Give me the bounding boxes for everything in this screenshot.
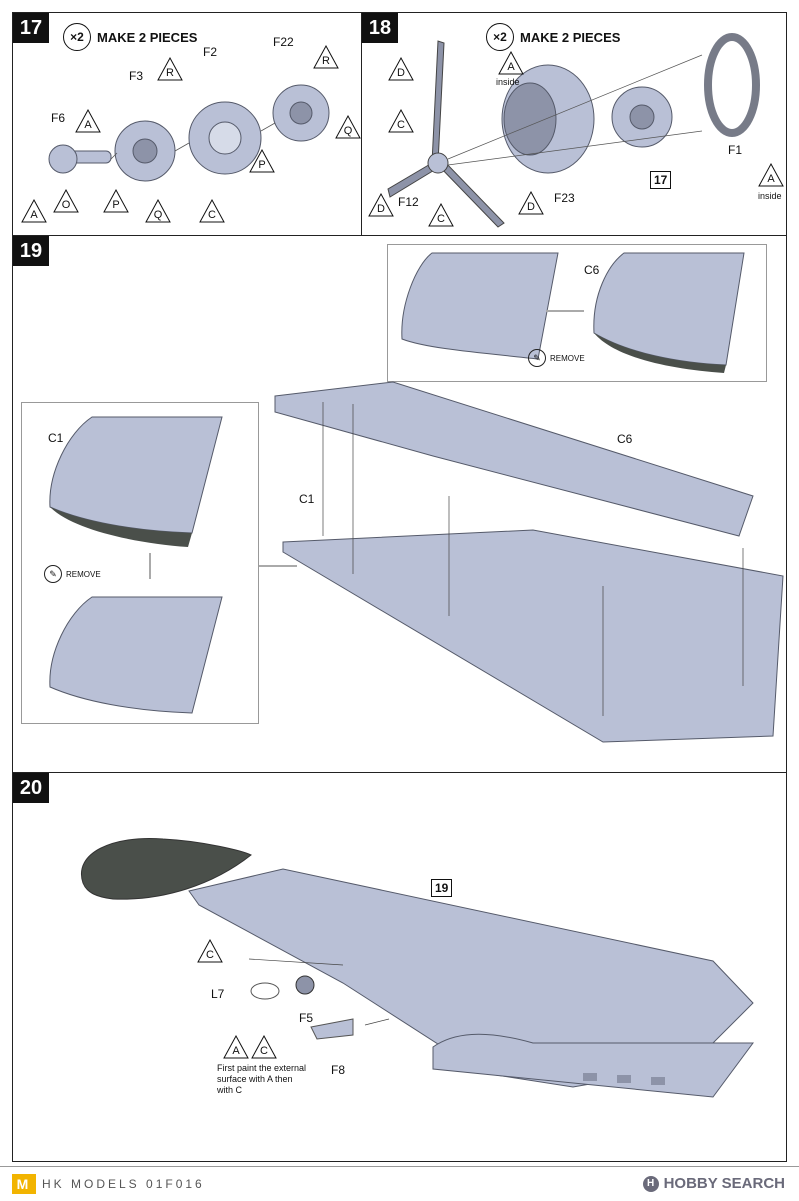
part-l7: L7: [211, 987, 225, 1001]
multiplier: ×2 MAKE 2 PIECES: [486, 23, 620, 51]
inside-label: inside: [758, 191, 782, 201]
part-f8: F8: [331, 1063, 346, 1077]
step-number: 17: [13, 13, 49, 43]
color-callout-d: D: [388, 57, 414, 81]
part-f23: F23: [554, 191, 575, 205]
inside-label: inside: [496, 77, 520, 87]
shaft-part: [48, 144, 112, 174]
color-callout-o: O: [53, 189, 79, 213]
part-f1: F1: [728, 143, 743, 157]
step-number: 20: [13, 773, 49, 803]
multiplier-circle: ×2: [486, 23, 514, 51]
brand-text: HK MODELS 01F016: [42, 1177, 205, 1191]
color-callout-c: C: [388, 109, 414, 133]
cowling-f23: [501, 64, 595, 174]
footer: M HK MODELS 01F016 H HOBBY SEARCH: [0, 1166, 799, 1201]
color-callout-a: A: [223, 1035, 249, 1059]
drop-tank: [81, 837, 252, 900]
color-callout-d: D: [368, 193, 394, 217]
step-18-drawing: [387, 33, 760, 228]
part-f3: F3: [129, 69, 144, 83]
make-label: MAKE 2 PIECES: [520, 29, 621, 45]
color-callout-r: R: [313, 45, 339, 69]
step-number: 18: [362, 13, 398, 43]
color-callout-q: Q: [145, 199, 171, 223]
cowl-f2: [188, 101, 262, 175]
part-f8-shape: [310, 1018, 354, 1040]
step-20-drawing: [81, 837, 754, 1098]
propeller-f12: [387, 40, 505, 228]
ring-f1: [704, 33, 760, 137]
part-f2: F2: [203, 45, 218, 59]
part-f22: F22: [273, 35, 294, 49]
lens-f5: [295, 975, 315, 995]
color-callout-p: P: [103, 189, 129, 213]
color-callout-p: P: [249, 149, 275, 173]
engine-f3: [114, 120, 176, 182]
step-20-panel: 20 19 C L7 F5 F8 A C First paint the ext…: [12, 772, 787, 1162]
step-ref-17: 17: [650, 171, 672, 189]
color-callout-r: R: [157, 57, 183, 81]
multiplier: ×2 MAKE 2 PIECES: [63, 23, 197, 51]
brand: M HK MODELS 01F016: [12, 1174, 205, 1194]
color-callout-c: C: [428, 203, 454, 227]
remove-instruction: ✎REMOVE: [528, 349, 585, 367]
color-callout-c: C: [251, 1035, 277, 1059]
step-number: 19: [13, 236, 49, 266]
color-callout-c: C: [197, 939, 223, 963]
step-17-panel: 17 ×2 MAKE 2 PIECES F6 F3 F2 F22 A A O R…: [12, 12, 362, 236]
color-callout-a: A: [75, 109, 101, 133]
knife-icon: ✎: [44, 565, 62, 583]
step-18-panel: 18 ×2 MAKE 2 PIECES 17 F12 F23 F1 D D D …: [361, 12, 787, 236]
part-l7-shape: [250, 982, 280, 1000]
step-19-panel: 19 C6 ✎REMOVE C1 ✎REMOVE C6 C1: [12, 235, 787, 773]
part-c6: C6: [584, 263, 600, 277]
engine-assembly: [611, 86, 673, 148]
part-f12: F12: [398, 195, 419, 209]
color-callout-d: D: [518, 191, 544, 215]
color-callout-a: A: [21, 199, 47, 223]
part-f5: F5: [299, 1011, 314, 1025]
step-ref-19: 19: [431, 879, 453, 897]
color-callout-a: A: [758, 163, 784, 187]
watermark-text: HOBBY SEARCH: [663, 1175, 785, 1192]
hk-logo: M: [12, 1174, 36, 1194]
color-callout-c: C: [199, 199, 225, 223]
knife-icon: ✎: [528, 349, 546, 367]
inset-wingtip-c1: C1 ✎REMOVE: [21, 402, 259, 724]
part-c1: C1: [48, 431, 64, 445]
part-f6: F6: [51, 111, 66, 125]
remove-instruction: ✎REMOVE: [44, 565, 101, 583]
step-19-drawing: [259, 381, 784, 743]
step-17-drawing: [48, 84, 330, 182]
part-c6: C6: [617, 432, 633, 446]
engine-f22: [272, 84, 330, 142]
multiplier-circle: ×2: [63, 23, 91, 51]
paint-note: First paint the external surface with A …: [217, 1063, 307, 1095]
color-callout-q: Q: [335, 115, 361, 139]
color-callout-a: A: [498, 51, 524, 75]
make-label: MAKE 2 PIECES: [97, 29, 198, 45]
part-c1: C1: [299, 492, 315, 506]
watermark-icon: H: [642, 1175, 659, 1192]
inset-wingtip-c6: C6 ✎REMOVE: [387, 244, 767, 382]
watermark: H HOBBY SEARCH: [642, 1175, 785, 1192]
